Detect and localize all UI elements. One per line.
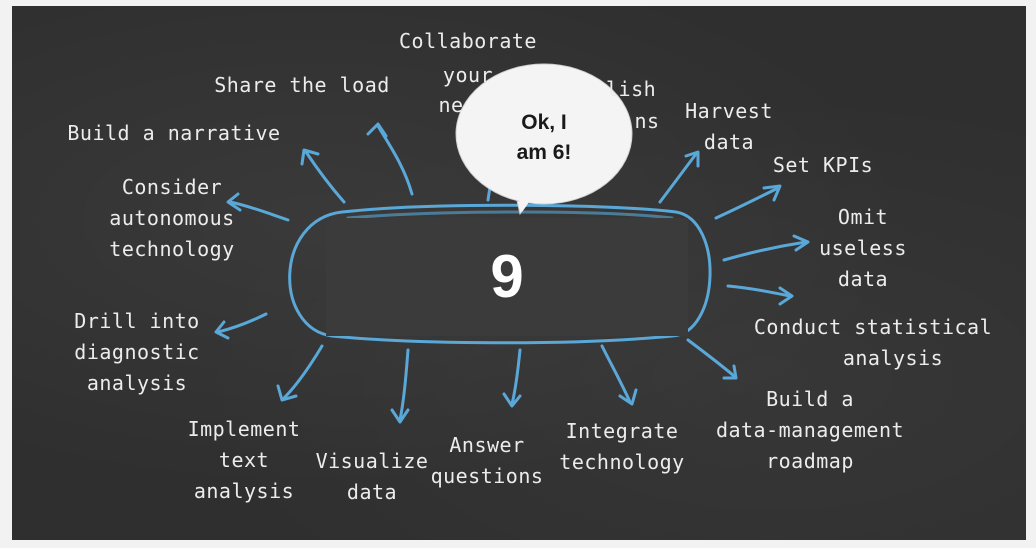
label-line: Share the load (214, 73, 390, 97)
label-line: autonomous (109, 206, 235, 230)
label-line: Integrate (565, 419, 679, 443)
arrow-harvest (658, 152, 698, 204)
label-statistical: Conduct statistical analysis (748, 312, 998, 374)
bubble-line: Ok, I (521, 111, 567, 134)
label-visualize-data: Visualize data (312, 446, 432, 508)
label-line: data (703, 130, 755, 154)
label-line: Answer (449, 433, 525, 457)
label-collaborate-lish: lish (606, 77, 657, 101)
arrow-omit (722, 240, 808, 262)
label-line: Set KPIs (772, 153, 874, 177)
label-omit-useless: Omit useless data (808, 202, 918, 295)
arrow-drill (216, 312, 268, 334)
label-line: Implement (187, 417, 301, 441)
label-line: technology (109, 237, 235, 261)
arrow-statistical (726, 284, 792, 298)
label-integrate-technology: Integrate technology (552, 416, 692, 478)
center-loop (288, 203, 712, 345)
label-collaborate: Collaborate (396, 26, 540, 57)
label-line: data (346, 480, 398, 504)
label-collaborate-ne: ne (438, 93, 464, 117)
label-data-management: Build a data-management roadmap (698, 384, 922, 477)
label-line: Conduct statistical (753, 315, 993, 339)
label-line: data-management (715, 418, 905, 442)
arrow-consider-autonomous (228, 200, 290, 222)
label-set-kpis: Set KPIs (768, 150, 878, 181)
arrow-integrate (600, 344, 632, 404)
mind-map-drawing (214, 63, 810, 424)
label-line: useless (819, 236, 907, 260)
arrow-data-mgmt (686, 338, 736, 378)
arrow-implement (282, 344, 324, 400)
label-answer-questions: Answer questions (422, 430, 552, 492)
label-line: roadmap (766, 449, 854, 473)
label-line: data (837, 267, 889, 291)
label-collaborate-your: your (442, 63, 494, 87)
label-line: Visualize (315, 449, 429, 473)
label-line: Drill into (74, 309, 200, 333)
label-line: diagnostic (74, 340, 200, 364)
arrow-build-narrative (304, 150, 346, 204)
label-line: technology (559, 450, 685, 474)
label-drill-diagnostic: Drill into diagnostic analysis (72, 306, 202, 399)
label-line: analysis (193, 479, 295, 503)
speech-bubble (455, 63, 633, 216)
label-line: Build a narrative (67, 121, 281, 145)
speech-bubble-text: Ok, I am 6! (494, 108, 594, 168)
arrow-visualize (398, 348, 410, 422)
label-line: questions (430, 464, 544, 488)
label-collaborate-ns: ns (634, 109, 660, 133)
label-implement-text: Implement text analysis (176, 414, 312, 507)
arrow-share-load (376, 124, 414, 196)
label-line: analysis (86, 371, 188, 395)
label-consider-autonomous: Consider autonomous technology (102, 172, 242, 265)
label-share-load: Share the load (202, 70, 402, 101)
label-line: Build a (766, 387, 854, 411)
label-line: Collaborate (399, 29, 537, 53)
label-line: Consider (121, 175, 223, 199)
label-line: analysis (842, 346, 944, 370)
label-build-narrative: Build a narrative (60, 118, 288, 149)
label-line: text (218, 448, 270, 472)
center-highlight-box (326, 218, 688, 336)
arrow-kpis (714, 186, 780, 220)
bubble-line: am 6! (516, 141, 572, 164)
label-harvest-data: Harvest data (674, 96, 784, 158)
label-line: Harvest (685, 99, 773, 123)
center-number: 9 (490, 243, 524, 310)
chalkboard: 9 Ok, I am 6! Collaborate your ne lish n… (12, 6, 1026, 540)
label-line: Omit (837, 205, 889, 229)
arrow-answer (510, 348, 522, 406)
